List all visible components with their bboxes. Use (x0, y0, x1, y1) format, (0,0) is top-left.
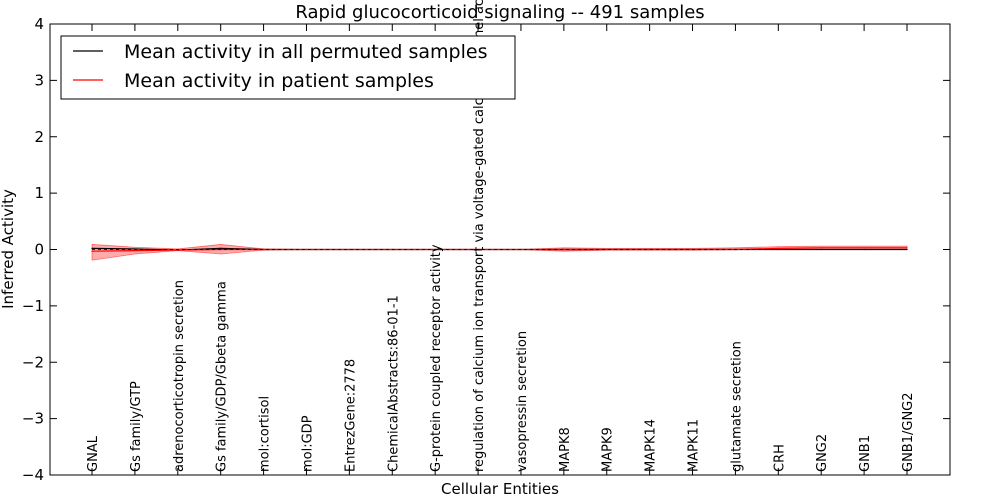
data-point (606, 248, 608, 251)
y-tick-label: 0 (34, 241, 44, 259)
category-label: MAPK9 (601, 427, 616, 472)
y-tick-label: −3 (22, 410, 44, 428)
data-point (777, 247, 779, 249)
y-tick-label: −4 (22, 466, 44, 484)
legend: Mean activity in all permuted samples Me… (60, 35, 516, 100)
category-label: MAPK14 (644, 419, 659, 472)
data-point (906, 247, 908, 249)
y-tick-label: −1 (22, 297, 44, 315)
data-point (91, 247, 93, 249)
y-tick-label: 4 (34, 15, 44, 33)
category-label: GNAL (86, 435, 101, 472)
y-tick-label: −2 (22, 353, 44, 371)
data-point (305, 248, 308, 251)
legend-label-permuted: Mean activity in all permuted samples (124, 41, 487, 63)
category-label: mol:cortisol (258, 396, 273, 472)
category-label: G-protein coupled receptor activity (429, 244, 444, 472)
category-label: ChemicalAbstracts:86-01-1 (386, 295, 401, 472)
x-tick-layer (91, 24, 908, 475)
data-point (220, 247, 222, 249)
category-label: GNB1/GNG2 (901, 392, 916, 472)
x-axis-title: Cellular Entities (441, 480, 559, 498)
category-label: Gs family/GTP (129, 381, 144, 472)
legend-label-patient: Mean activity in patient samples (124, 70, 434, 92)
confidence-band-1 (91, 243, 908, 261)
category-label: glutamate secretion (729, 341, 744, 472)
data-point (348, 248, 350, 251)
category-label: MAPK11 (687, 419, 702, 472)
data-point (649, 248, 651, 251)
category-label: vasopressin secretion (515, 331, 530, 472)
plot-frame (49, 23, 951, 476)
category-label-layer: GNAL Gs family/GTP adrenocorticotropin sec… (86, 0, 916, 472)
y-tick-label: 2 (34, 128, 44, 146)
legend-box (60, 35, 516, 100)
category-label: MAPK8 (558, 427, 573, 472)
category-label: adrenocorticotropin secretion (172, 280, 187, 472)
confidence-band-layer (91, 243, 908, 261)
y-axis-title: Inferred Activity (0, 189, 17, 309)
category-label: CRH (772, 444, 787, 472)
data-point (262, 248, 265, 251)
category-label: EntrezGene:2778 (343, 359, 358, 472)
category-label: GNB1 (858, 435, 873, 472)
category-label: GNG2 (815, 434, 830, 472)
series-line-1 (91, 247, 907, 252)
category-label: regulation of calcium ion transport via … (472, 0, 487, 472)
y-tick-label: 3 (34, 71, 44, 89)
data-point (863, 248, 865, 251)
y-tick-label: 1 (34, 184, 44, 202)
data-point (134, 250, 136, 252)
data-point (906, 248, 908, 251)
data-point (563, 248, 565, 251)
category-label: Gs family/GDP/Gbeta gamma (215, 281, 230, 472)
data-point (820, 247, 822, 249)
chart-title: Rapid glucocorticoid signaling -- 491 sa… (295, 2, 704, 23)
data-point (863, 247, 865, 249)
data-point (91, 250, 93, 252)
category-label: mol:GDP (300, 415, 315, 472)
